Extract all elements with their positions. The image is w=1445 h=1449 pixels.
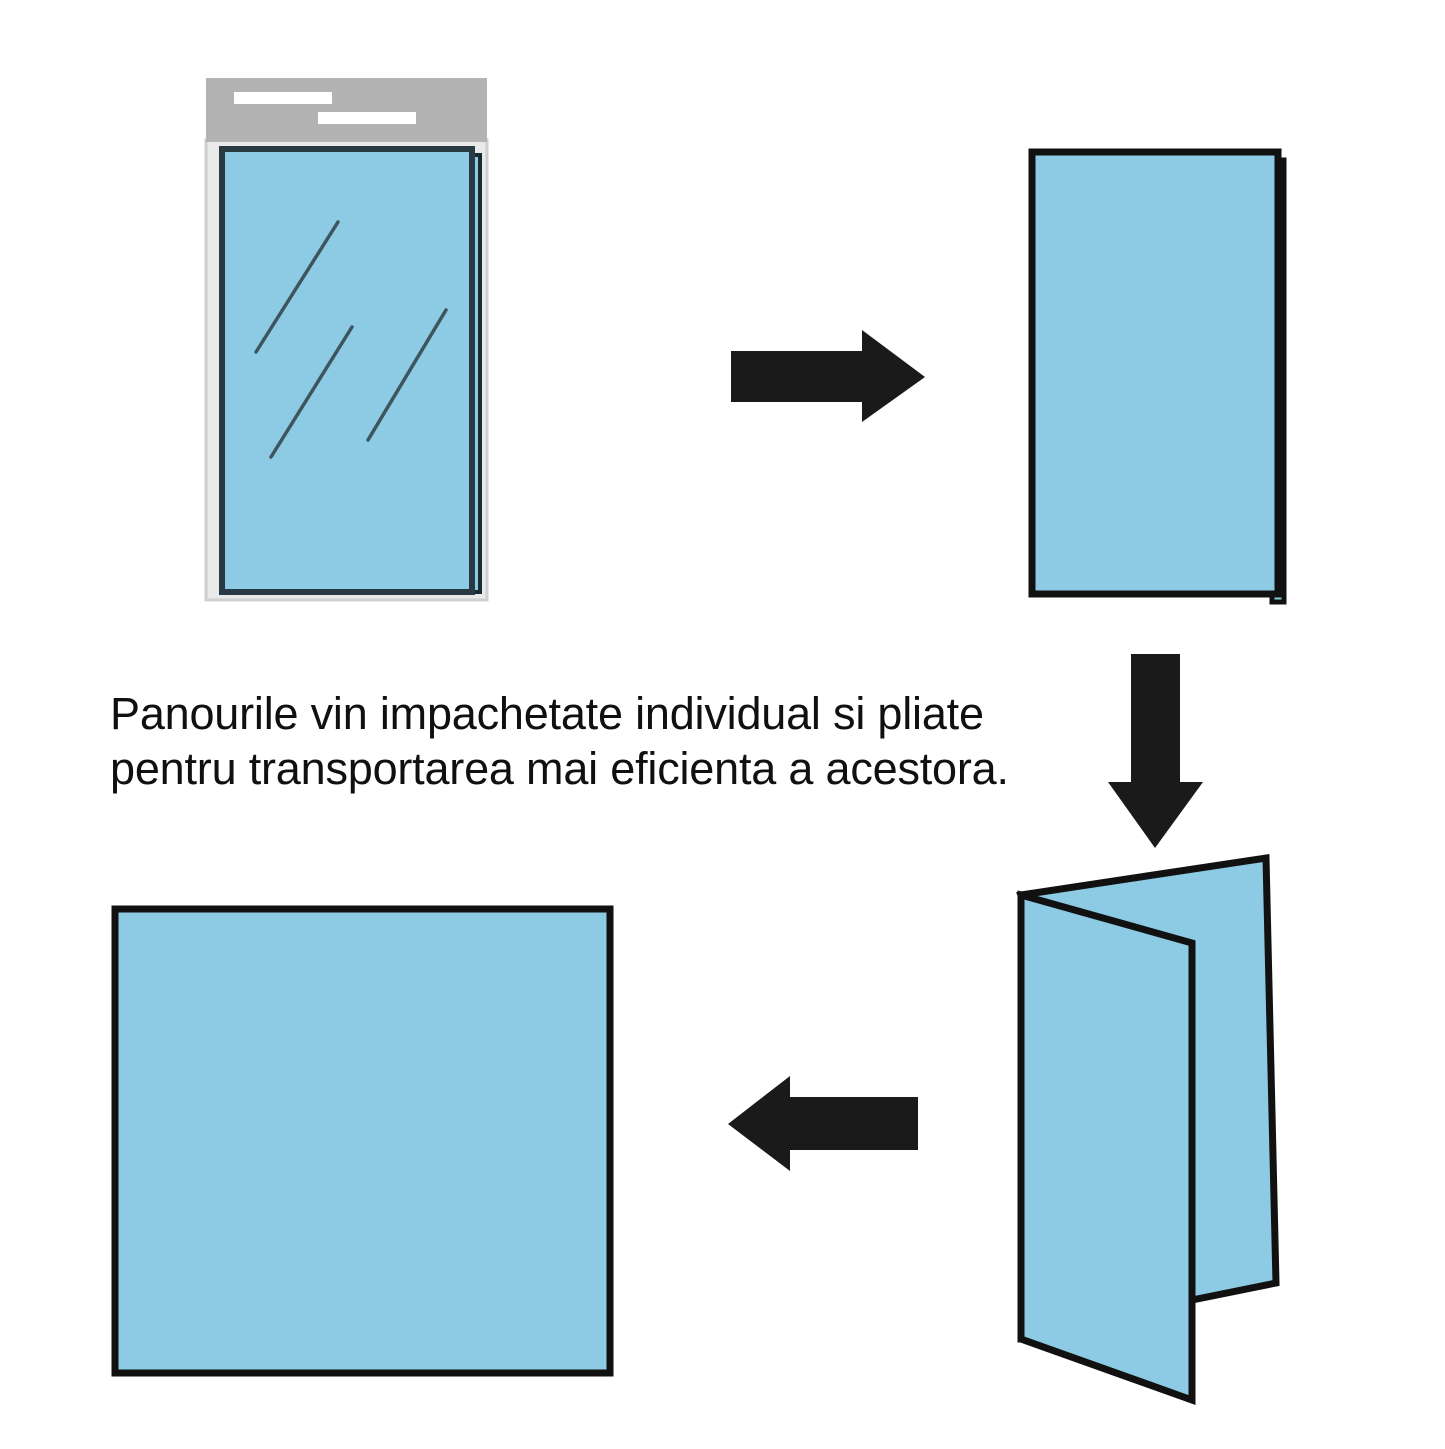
packaged-panel-face <box>219 146 475 595</box>
arrow-left-shape <box>728 1076 918 1171</box>
step-unfolded-panel <box>111 905 614 1377</box>
shine-line-1 <box>254 220 340 354</box>
arrow-left <box>728 1076 918 1171</box>
standing-panel-left-wing <box>1017 890 1196 1405</box>
arrow-right-shape <box>731 330 925 422</box>
step-standing-folded-panel <box>1016 853 1280 1405</box>
caption-text: Panourile vin impachetate individual si … <box>110 688 1009 794</box>
folded-panel-face <box>1028 148 1282 598</box>
shine-line-2 <box>269 325 354 459</box>
shine-line-3 <box>366 308 448 442</box>
arrow-down <box>1108 654 1203 848</box>
arrow-down-shape <box>1108 654 1203 848</box>
hang-slot-upper <box>234 92 332 104</box>
hang-slot-lower <box>318 112 416 124</box>
arrow-right <box>731 330 925 422</box>
step-unpacked-folded-panel <box>1028 148 1287 605</box>
step-packaged-panel <box>204 78 489 602</box>
unfolded-panel-face <box>111 905 614 1377</box>
bag-header-strip <box>206 78 487 142</box>
